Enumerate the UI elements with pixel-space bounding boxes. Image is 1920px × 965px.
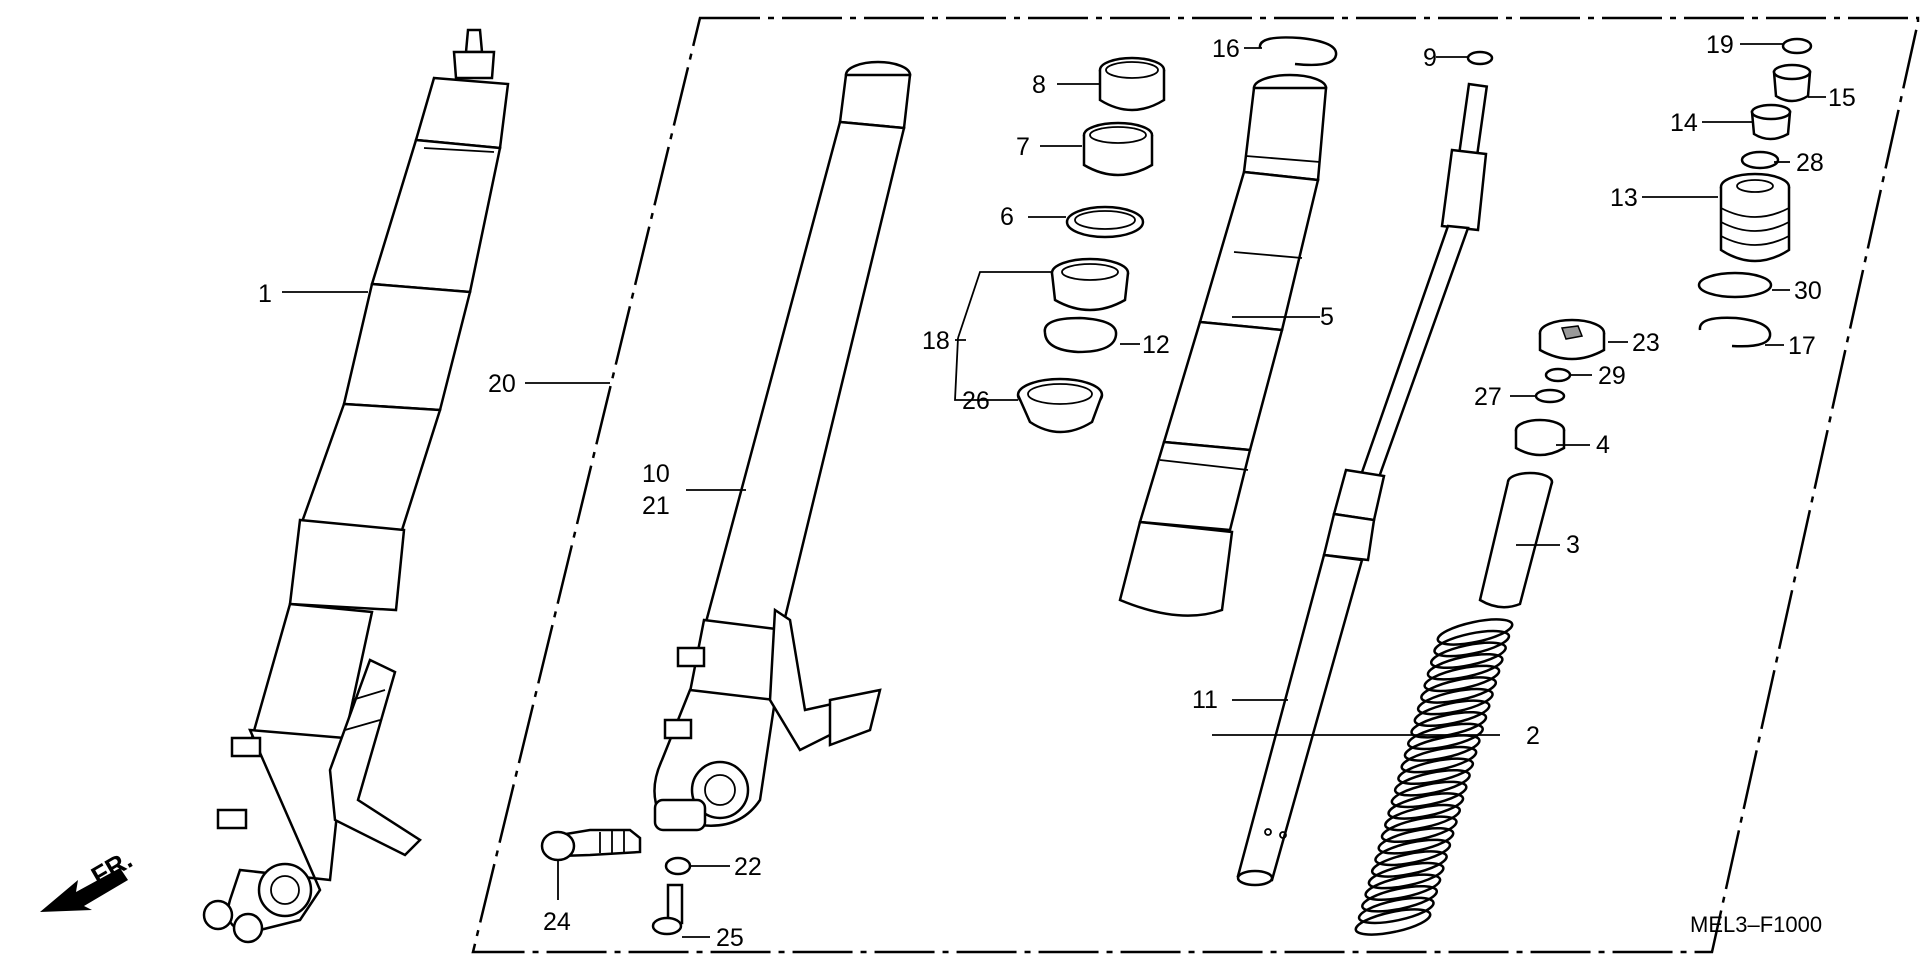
spring-coil xyxy=(1436,618,1514,646)
back-up-ring-6 xyxy=(1065,205,1145,239)
callout-16: 16 xyxy=(1212,35,1240,63)
fork-damper xyxy=(1236,82,1489,887)
callout-labels: 1 2 3 4 5 6 7 8 9 10 21 11 12 13 14 15 1… xyxy=(258,31,1856,952)
slide-bushing-7 xyxy=(1082,121,1154,177)
spring-coil xyxy=(1426,652,1504,681)
spring-seat-23 xyxy=(1538,318,1606,361)
spring-coil xyxy=(1380,815,1458,844)
nut-9 xyxy=(1466,50,1494,66)
adjuster-15 xyxy=(1772,63,1812,103)
fork-outer-tube xyxy=(653,60,912,832)
callout-19: 19 xyxy=(1706,31,1734,59)
spring-coil xyxy=(1357,896,1435,925)
callout-1: 1 xyxy=(258,280,272,308)
o-ring-19 xyxy=(1781,37,1813,55)
callout-8: 8 xyxy=(1032,71,1046,99)
callout-12: 12 xyxy=(1142,331,1170,359)
spring-coil xyxy=(1390,780,1468,809)
spring-coil xyxy=(1413,699,1491,728)
spring-coil xyxy=(1423,664,1501,693)
spring-coil xyxy=(1429,641,1507,670)
collar-4 xyxy=(1514,418,1566,457)
spring-coil xyxy=(1387,792,1465,820)
callout-11: 11 xyxy=(1192,686,1218,714)
oil-seal-18 xyxy=(1050,257,1130,312)
spring-coil xyxy=(1364,873,1442,902)
bolt-25 xyxy=(651,883,684,936)
callout-13: 13 xyxy=(1610,184,1638,212)
spring-coil xyxy=(1397,757,1475,786)
callout-3: 3 xyxy=(1566,531,1580,559)
callout-27: 27 xyxy=(1474,383,1502,411)
callout-2: 2 xyxy=(1526,722,1540,750)
spring-coil xyxy=(1433,629,1511,658)
callout-7: 7 xyxy=(1016,133,1030,161)
fork-bolt-13 xyxy=(1719,172,1791,263)
callout-21: 21 xyxy=(642,492,670,520)
callout-15: 15 xyxy=(1828,84,1856,112)
fork-assembly-complete xyxy=(202,28,510,944)
spring-coil xyxy=(1374,838,1452,867)
o-ring-30 xyxy=(1697,271,1773,299)
spring-coil xyxy=(1420,676,1498,704)
washer-22 xyxy=(664,856,692,876)
leader-lines xyxy=(282,43,1826,938)
callout-20: 20 xyxy=(488,370,516,398)
callout-14: 14 xyxy=(1670,109,1698,137)
spring-coil xyxy=(1400,745,1478,774)
callout-18: 18 xyxy=(922,327,950,355)
spring-coil xyxy=(1377,826,1455,855)
diagram-code: MEL3–F1000 xyxy=(1690,912,1822,937)
washer-29 xyxy=(1544,367,1572,383)
spring-coil xyxy=(1361,884,1439,913)
snap-ring-16 xyxy=(1258,36,1338,67)
spring-coil xyxy=(1370,850,1448,878)
front-direction-arrow-icon xyxy=(40,868,128,912)
callout-29: 29 xyxy=(1598,362,1626,390)
ring-17 xyxy=(1698,316,1772,348)
callout-23: 23 xyxy=(1632,329,1660,357)
fork-spring xyxy=(1354,618,1514,936)
callout-24: 24 xyxy=(543,908,571,936)
callout-5: 5 xyxy=(1320,303,1334,331)
stopper-ring-12 xyxy=(1043,316,1118,354)
callout-22: 22 xyxy=(734,853,762,881)
callout-25: 25 xyxy=(716,924,744,952)
spring-coil xyxy=(1403,734,1481,762)
guide-bushing-8 xyxy=(1098,56,1166,112)
spring-coil xyxy=(1416,687,1494,716)
subassembly-frame xyxy=(471,16,1920,954)
callout-6: 6 xyxy=(1000,203,1014,231)
spring-coil xyxy=(1367,861,1445,890)
spring-coil xyxy=(1407,722,1484,751)
dust-seal-26 xyxy=(1016,377,1104,434)
callout-28: 28 xyxy=(1796,149,1824,177)
callout-10: 10 xyxy=(642,460,670,488)
fork-slider xyxy=(1118,73,1328,617)
spring-coil xyxy=(1384,803,1461,832)
spring-collar-3 xyxy=(1478,471,1554,609)
spring-coil xyxy=(1393,768,1471,797)
callout-4: 4 xyxy=(1596,431,1610,459)
washer-27 xyxy=(1534,388,1566,404)
callout-26: 26 xyxy=(962,387,990,415)
axle-pinch-bolt xyxy=(540,828,642,862)
lock-nut-14 xyxy=(1750,103,1792,141)
callout-9: 9 xyxy=(1423,44,1437,72)
spring-coil xyxy=(1354,908,1432,936)
o-ring-28 xyxy=(1740,150,1780,170)
callout-30: 30 xyxy=(1794,277,1822,305)
callout-17: 17 xyxy=(1788,332,1816,360)
